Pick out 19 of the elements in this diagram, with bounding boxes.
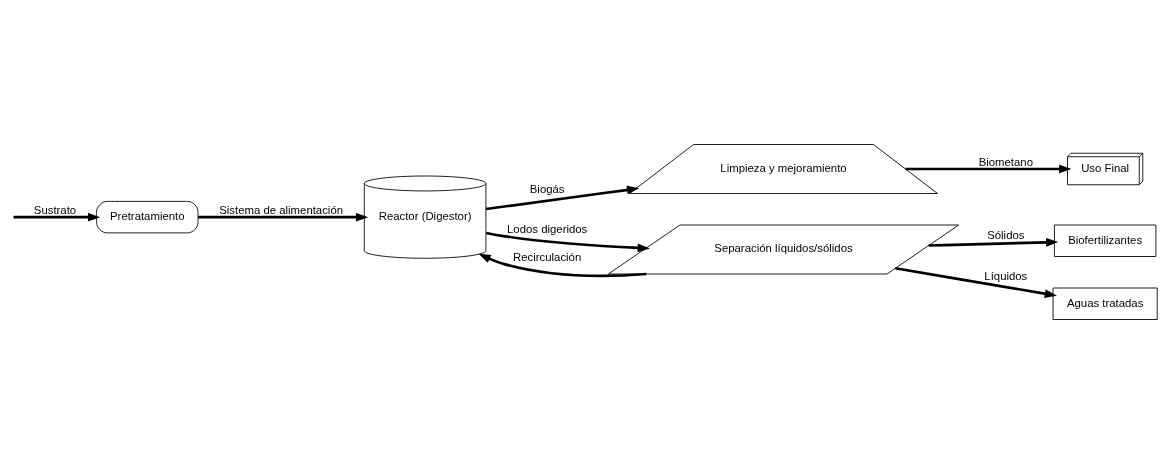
edge-label: Recirculación [513,251,582,264]
arrow [928,238,1059,247]
arrow [198,212,369,222]
arrow [13,212,101,222]
edge-label: Biogás [529,182,565,195]
edge-label: Lodos digeridos [507,223,588,236]
arrow [478,253,647,278]
edge-label: Sólidos [987,229,1025,242]
arrow [895,267,1057,298]
arrow [905,164,1072,174]
edge-label: Biometano [978,155,1033,168]
node-box: Biofertilizantes [1053,224,1157,257]
node-box: Aguas tratadas [1052,287,1158,320]
arrow [486,231,650,253]
edge-label: Líquidos [984,269,1028,282]
node-box: Pretratamiento [96,200,199,234]
edge-label: Sistema de alimentación [219,203,344,216]
edge-label: Sustrato [33,203,77,216]
arrow [485,185,640,211]
